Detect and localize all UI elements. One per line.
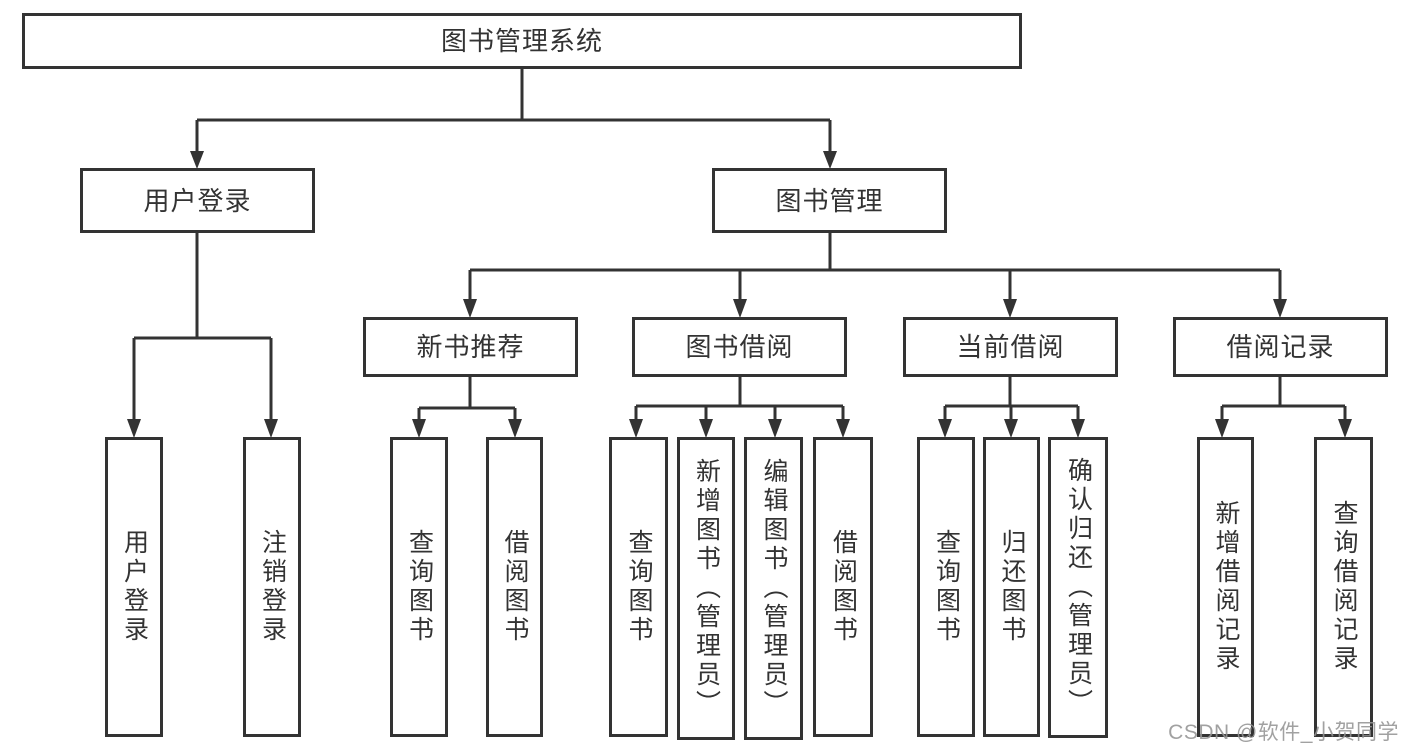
leaf-confirm-return-admin: 确认归还（管理员） <box>1048 437 1108 738</box>
arrowheads-borrow-leaves <box>629 419 850 438</box>
connector-current-to-leaves <box>943 377 1080 425</box>
node-book-management-module: 图书管理 <box>712 168 947 233</box>
node-current-borrowing: 当前借阅 <box>903 317 1118 377</box>
leaf-add-borrow-record: 新增借阅记录 <box>1197 437 1254 737</box>
leaf-logout: 注销登录 <box>243 437 301 737</box>
connector-borrow-to-leaves <box>634 377 845 425</box>
leaf-query-borrow-record: 查询借阅记录 <box>1314 437 1373 737</box>
connector-userlogin-to-leaves <box>132 233 273 425</box>
node-root-system: 图书管理系统 <box>22 13 1022 69</box>
connector-root-to-level1 <box>195 69 832 158</box>
leaf-query-books-current: 查询图书 <box>917 437 975 737</box>
node-new-book-recommend: 新书推荐 <box>363 317 578 377</box>
leaf-borrow-books-recommend: 借阅图书 <box>486 437 543 737</box>
leaf-edit-books-admin: 编辑图书（管理员） <box>744 437 803 740</box>
connector-bookmgmt-to-level2 <box>468 233 1282 305</box>
arrowheads-level1 <box>190 151 837 169</box>
node-book-borrowing: 图书借阅 <box>632 317 847 377</box>
csdn-watermark: CSDN @软件_小贺同学 <box>1168 721 1399 744</box>
connector-record-to-leaves <box>1220 377 1347 425</box>
arrowheads-newrec-leaves <box>412 419 522 438</box>
node-user-login-module: 用户登录 <box>80 168 315 233</box>
leaf-add-books-admin: 新增图书（管理员） <box>677 437 735 740</box>
leaf-user-login: 用户登录 <box>105 437 163 737</box>
arrowheads-userlogin-leaves <box>127 419 278 438</box>
arrowheads-current-leaves <box>938 419 1085 438</box>
leaf-return-books: 归还图书 <box>983 437 1040 737</box>
connector-newrec-to-leaves <box>417 377 517 425</box>
leaf-query-books-borrowing: 查询图书 <box>609 437 668 737</box>
leaf-borrow-books: 借阅图书 <box>813 437 873 737</box>
leaf-query-books-recommend: 查询图书 <box>390 437 448 737</box>
node-borrowing-records: 借阅记录 <box>1173 317 1388 377</box>
arrowheads-level2 <box>463 299 1287 318</box>
arrowheads-record-leaves <box>1215 419 1352 438</box>
